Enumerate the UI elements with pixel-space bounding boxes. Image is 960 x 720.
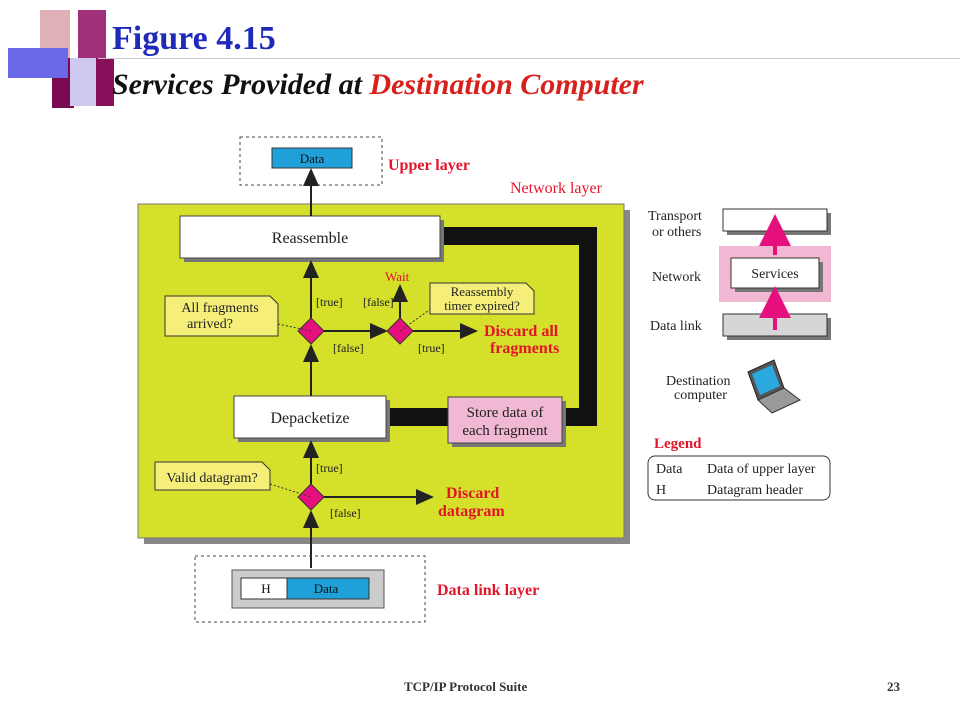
data-link-layer-label: Data link layer: [437, 582, 539, 599]
reassemble-text: Reassemble: [272, 230, 348, 247]
footer-source: TCP/IP Protocol Suite: [404, 679, 528, 694]
reassembly-note-line1: Reassembly: [451, 284, 514, 299]
data-link-frame: [194, 555, 426, 623]
discard-all-line1: Discard all: [484, 323, 559, 340]
header-text: H: [261, 581, 270, 596]
valid-connector: [269, 483, 312, 498]
discard-datagram-line2: datagram: [438, 503, 505, 520]
true-mid-label: [true]: [418, 341, 445, 355]
all-fragments-line2: arrived?: [187, 317, 233, 332]
transport-label-1: Transport: [648, 209, 702, 224]
corner-square-4: [8, 48, 68, 78]
depacketize-text: Depacketize: [270, 410, 349, 427]
legend-box: [647, 455, 831, 501]
all-fragments-note: [164, 295, 279, 337]
store-line1: Store data of: [467, 405, 544, 421]
services-box: [730, 257, 820, 289]
reassembly-note: [429, 282, 535, 315]
legend-h-key: H: [656, 483, 666, 498]
reassembly-note-line2: timer expired?: [444, 298, 520, 313]
discard-datagram-line1: Discard: [446, 485, 499, 502]
data-link-stack-label: Data link: [650, 319, 702, 334]
false-top-label: [false]: [363, 295, 394, 309]
laptop-icon: [747, 359, 801, 414]
all-fragments-line1: All fragments: [181, 301, 258, 316]
depacketize-box: [233, 395, 387, 439]
subtitle-prefix: Services Provided at: [112, 68, 370, 101]
payload-box: [286, 577, 370, 600]
legend-h-value: Datagram header: [707, 483, 803, 498]
true-top-label: [true]: [316, 295, 343, 309]
services-text: Services: [751, 267, 798, 282]
false-low-label: [false]: [330, 506, 361, 520]
upper-layer-label: Upper layer: [388, 157, 470, 174]
store-line2: each fragment: [462, 423, 548, 439]
destination-label-2: computer: [674, 388, 727, 403]
title-divider: [98, 58, 960, 59]
destination-label-1: Destination: [666, 374, 731, 389]
slide-title: Figure 4.15: [112, 20, 276, 57]
reassembly-connector: [399, 307, 433, 332]
store-box: [447, 396, 563, 444]
discard-all-line2: fragments: [490, 340, 559, 357]
legend-data-value: Data of upper layer: [707, 462, 816, 477]
true-low-label: [true]: [316, 461, 343, 475]
wait-label: Wait: [385, 269, 410, 284]
false-mid-label: [false]: [333, 341, 364, 355]
reassemble-box: [179, 215, 441, 259]
upper-data-text: Data: [300, 151, 325, 166]
network-layer-label: Network layer: [510, 180, 603, 197]
legend-title: Legend: [654, 436, 702, 452]
return-loop: [443, 227, 597, 426]
corner-square-6: [96, 58, 114, 106]
payload-text: Data: [314, 581, 339, 596]
network-stack-label: Network: [652, 270, 701, 285]
valid-datagram-text: Valid datagram?: [166, 471, 257, 486]
subtitle-highlight: Destination Computer: [369, 68, 644, 101]
transport-label-2: or others: [652, 225, 701, 240]
slide-subtitle: Services Provided at Destination Compute…: [112, 68, 644, 102]
page-number: 23: [887, 679, 900, 694]
valid-datagram-note: [154, 461, 271, 491]
legend-data-key: Data: [656, 462, 683, 477]
corner-square-3: [78, 10, 106, 60]
all-fragments-connector: [277, 323, 312, 332]
